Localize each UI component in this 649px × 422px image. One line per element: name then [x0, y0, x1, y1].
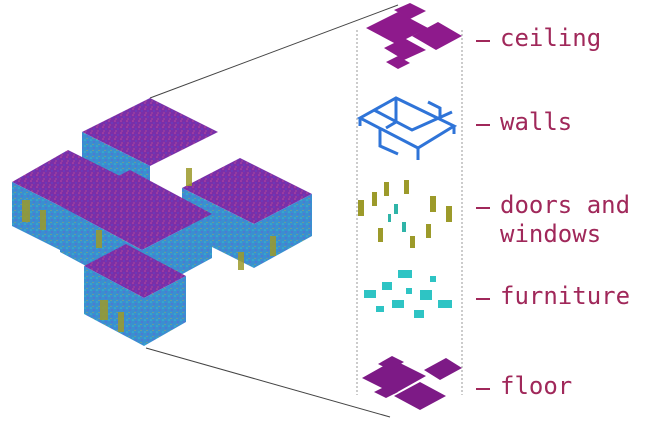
ceiling-layer-icon: [366, 3, 462, 69]
ceiling-label: ceiling: [500, 24, 601, 53]
walls-layer-icon: [360, 98, 454, 160]
furniture-dash: [476, 298, 490, 300]
furniture-layer-icon: [364, 270, 452, 318]
leader-line-bottom: [146, 348, 390, 417]
doors-windows-label-line2: windows: [500, 220, 601, 249]
walls-dash: [476, 124, 490, 126]
floor-label: floor: [500, 372, 572, 401]
point-cloud-building-icon: [12, 98, 312, 346]
furniture-label: furniture: [500, 282, 630, 311]
ceiling-dash: [476, 40, 490, 42]
doors-windows-label-line1: doors and: [500, 191, 630, 220]
walls-label: walls: [500, 108, 572, 137]
floor-layer-icon: [362, 356, 462, 410]
doors-windows-layer-icon: [358, 180, 452, 248]
doors-windows-dash: [476, 207, 490, 209]
floor-dash: [476, 388, 490, 390]
leader-line-top: [150, 5, 398, 98]
